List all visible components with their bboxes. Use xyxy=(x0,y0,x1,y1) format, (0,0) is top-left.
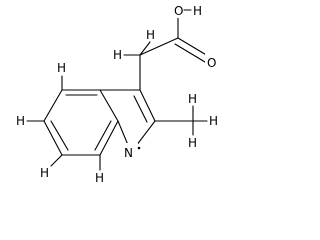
benzene-ring xyxy=(43,89,119,156)
bond-c5-c4 xyxy=(43,89,63,122)
bond-c7a-c7 xyxy=(99,120,119,156)
atom-h-c4: H xyxy=(57,61,66,75)
acetic-acid-chain xyxy=(123,17,209,91)
bond-c7a-n1 xyxy=(117,120,129,146)
atom-h-c7: H xyxy=(95,171,104,185)
atom-h-methyl-right: H xyxy=(209,114,218,128)
methyl-group xyxy=(154,105,208,136)
bond-c3-c2-double xyxy=(133,95,148,123)
bond-ch2-cooh xyxy=(139,37,179,56)
structure-drawing: O H O H H H H H H N H H H xyxy=(16,2,219,185)
atom-h-methyl-bottom: H xyxy=(188,136,197,150)
ring-hydrogen-bonds xyxy=(26,75,101,171)
bond-c3a-c7a xyxy=(99,89,119,122)
atom-n1: N xyxy=(124,146,133,160)
pyrrole-ring xyxy=(99,89,156,151)
atom-o-carbonyl: O xyxy=(207,56,216,70)
atom-h-methyl-top: H xyxy=(188,92,197,106)
bond-c6-c5 xyxy=(43,120,63,156)
bond-c6-c5-double xyxy=(50,120,69,151)
atom-h-ch2-left: H xyxy=(113,48,122,62)
atom-h-ch2-right: H xyxy=(146,28,155,42)
bond-c7a-c7-double xyxy=(94,120,112,151)
atom-h-c5: H xyxy=(16,114,25,128)
atom-h-hydroxyl: H xyxy=(193,4,202,18)
bond-c-o xyxy=(177,37,209,57)
atom-labels: O H O H H H H H H N H H H xyxy=(16,2,219,185)
bond-c-o-double xyxy=(174,43,206,63)
atom-h-c6: H xyxy=(40,166,49,180)
bond-ch2-h-right xyxy=(139,41,151,56)
bond-c3-c2 xyxy=(139,89,156,122)
radical-dot xyxy=(137,146,141,150)
molecule-diagram: O H O H H H H H H N H H H xyxy=(16,2,219,185)
bond-c6-h xyxy=(50,154,63,167)
atom-o-hydroxyl: O xyxy=(174,4,183,18)
